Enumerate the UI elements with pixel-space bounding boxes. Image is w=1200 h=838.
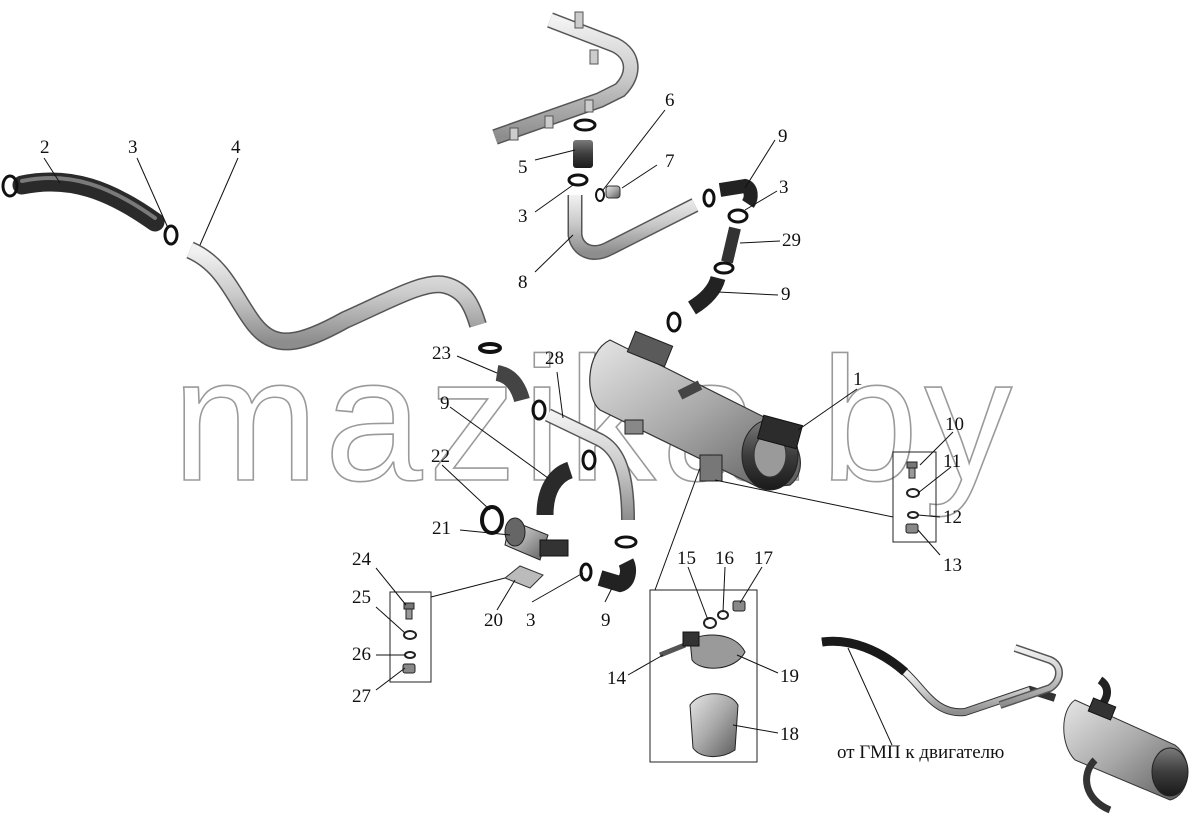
callout-22: 22	[431, 446, 450, 467]
callout-20: 20	[484, 610, 503, 631]
callout-9: 9	[778, 126, 788, 147]
callout-23: 23	[432, 343, 451, 364]
hardware-left-parts	[402, 602, 417, 674]
callout-14: 14	[607, 668, 627, 689]
callout-16: 16	[715, 548, 734, 569]
part-5-hose-piece	[567, 118, 597, 187]
callout-8: 8	[518, 272, 528, 293]
callout-27: 27	[352, 686, 371, 707]
callout-11: 11	[943, 451, 961, 472]
part-6-7-fittings	[595, 185, 621, 202]
callout-9: 9	[781, 284, 791, 305]
callout-12: 12	[943, 507, 962, 528]
callout-3: 3	[128, 137, 138, 158]
callout-6: 6	[665, 90, 675, 111]
callout-25: 25	[352, 587, 371, 608]
hardware-box-left	[389, 591, 432, 683]
inset-caption: от ГМП к двигателю	[837, 742, 1004, 763]
part-2-hose	[1, 172, 165, 232]
part-3-clamp-left	[163, 224, 179, 246]
callout-labels: 2 3 4 5 6 7 3 8 9 3 29 9 1 10 11 12 13 2…	[40, 90, 964, 745]
callout-3: 3	[526, 610, 536, 631]
leader-lines	[43, 109, 954, 746]
hardware-box-right	[892, 451, 937, 543]
callout-1: 1	[853, 369, 863, 390]
callout-2: 2	[40, 137, 50, 158]
callout-28: 28	[545, 348, 564, 369]
part-21-pump	[504, 517, 569, 561]
part-1-heater	[589, 330, 804, 491]
part-9-elbow-center	[536, 449, 597, 516]
callout-5: 5	[518, 157, 528, 178]
callout-13: 13	[943, 555, 962, 576]
top-manifold-pipe	[492, 11, 639, 145]
callout-3: 3	[518, 206, 528, 227]
callout-17: 17	[754, 548, 773, 569]
callout-19: 19	[780, 666, 799, 687]
callout-15: 15	[677, 548, 696, 569]
callout-10: 10	[945, 414, 964, 435]
part-8-bent-pipe	[567, 195, 699, 260]
part-23-elbow	[478, 342, 547, 421]
callout-9: 9	[601, 610, 611, 631]
part-28-pipe	[544, 408, 635, 521]
part-20-bracket	[504, 565, 544, 589]
callout-7: 7	[665, 151, 675, 172]
part-4-pipe	[186, 241, 487, 351]
callout-21: 21	[432, 518, 451, 539]
right-hose-group	[666, 178, 758, 333]
callout-3: 3	[779, 177, 789, 198]
callout-29: 29	[782, 230, 801, 251]
callout-26: 26	[352, 644, 371, 665]
hardware-center-parts	[659, 600, 746, 757]
callout-4: 4	[231, 137, 241, 158]
hardware-box-center	[649, 589, 758, 763]
watermark-text: mazika.by	[172, 322, 1018, 518]
part-3-9-lower	[579, 535, 638, 593]
inset-assembly	[821, 636, 1189, 814]
callout-24: 24	[352, 549, 372, 570]
callout-9: 9	[440, 393, 450, 414]
callout-18: 18	[780, 724, 799, 745]
